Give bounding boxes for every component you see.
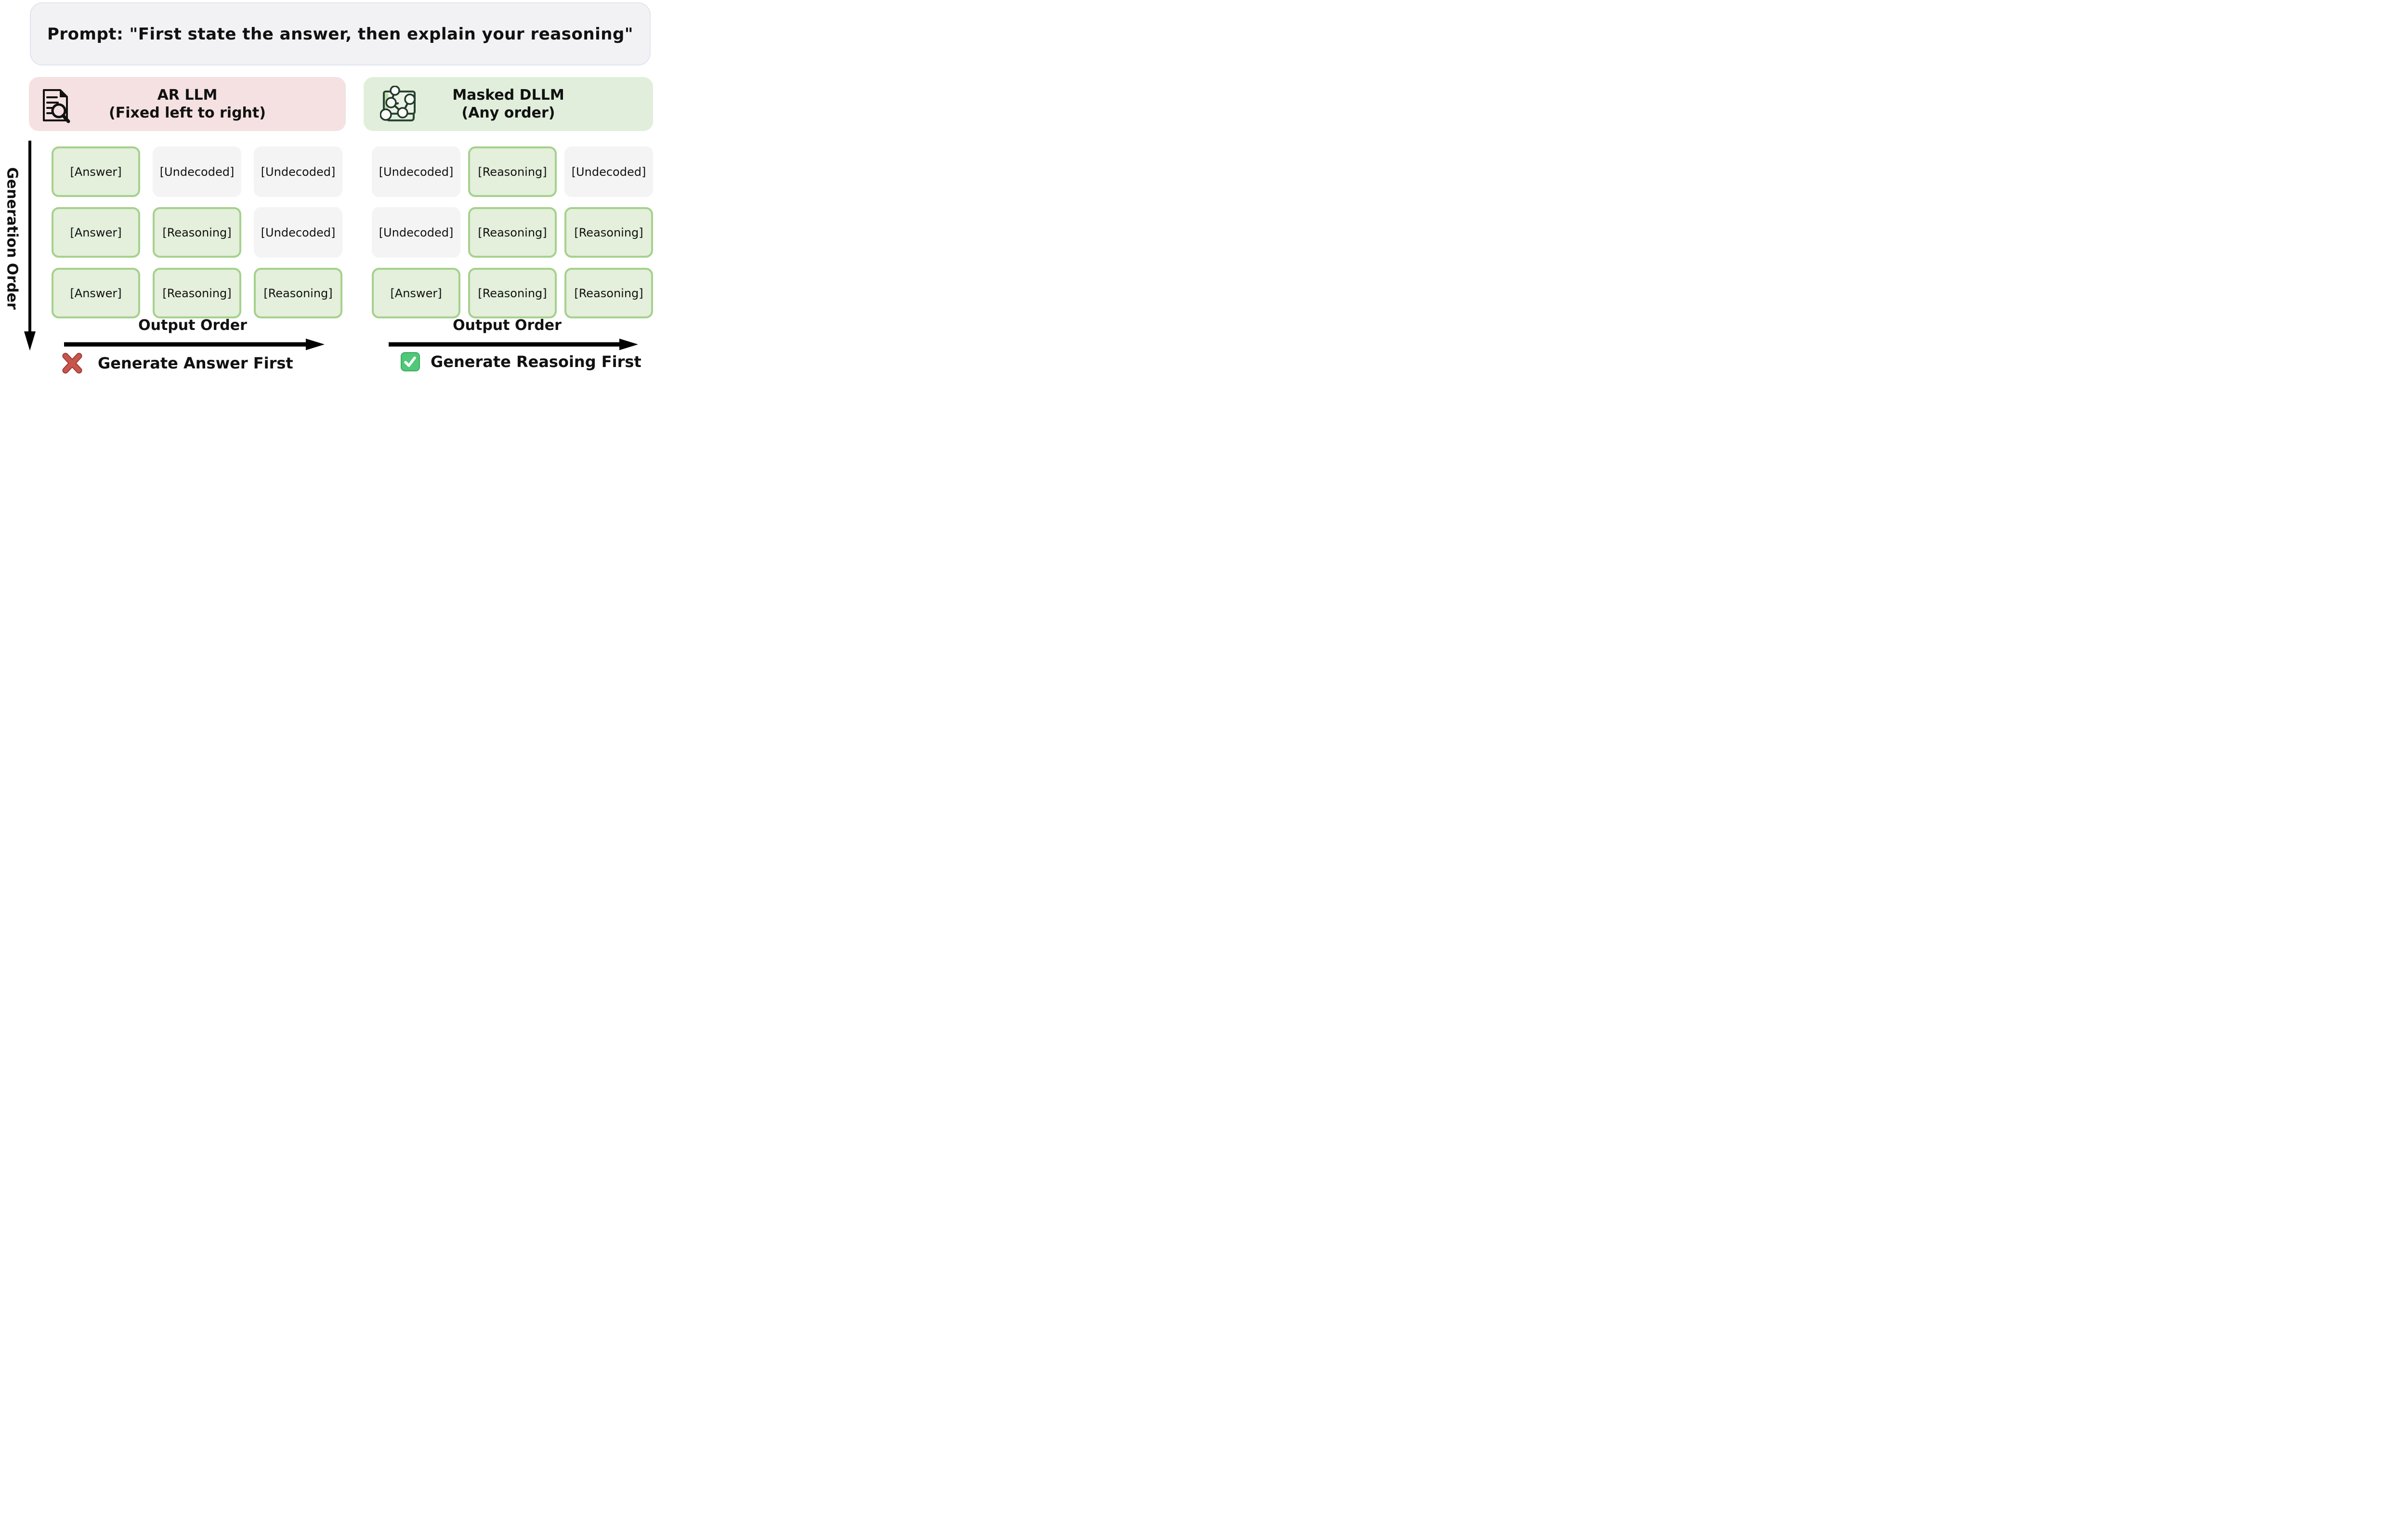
cross-icon [62,353,82,374]
token-cell: [Answer] [52,207,140,258]
check-icon [401,352,420,371]
output-order-arrow-right [389,339,638,350]
prompt-text: Prompt: "First state the answer, then ex… [47,24,633,44]
token-cell: [Reasoning] [254,268,342,318]
ar-llm-caption: Generate Answer First [61,352,293,374]
token-cell: [Undecoded] [372,146,460,197]
prompt-box: Prompt: "First state the answer, then ex… [30,2,651,66]
panel-header-ar-llm: AR LLM (Fixed left to right) [29,77,346,131]
generation-order-arrow [24,141,36,351]
token-cell: [Undecoded] [153,146,241,197]
output-order-arrow-left [64,339,325,350]
figure-canvas: Prompt: "First state the answer, then ex… [0,0,663,381]
token-cell: [Answer] [372,268,460,318]
document-magnifier-icon [43,89,70,123]
panel-title: Masked DLLM [452,86,564,104]
panel-title: AR LLM [157,86,218,104]
token-cell: [Answer] [52,146,140,197]
panel-title-block: AR LLM (Fixed left to right) [29,77,346,131]
panel-header-masked-dllm: Masked DLLM (Any order) [364,77,653,131]
token-cell: [Undecoded] [254,207,342,258]
generation-order-axis-label: Generation Order [3,167,21,310]
token-cell: [Reasoning] [153,207,241,258]
ar-llm-token-grid: [Answer] [Undecoded] [Undecoded] [Answer… [52,146,342,318]
masked-dllm-caption-text: Generate Reasoing First [431,353,641,371]
output-order-axis-label-left: Output Order [138,317,247,334]
token-cell: [Answer] [52,268,140,318]
graph-network-icon [380,86,416,121]
token-cell: [Reasoning] [153,268,241,318]
panel-subtitle: (Fixed left to right) [109,105,266,121]
masked-dllm-caption: Generate Reasoing First [401,352,641,371]
panel-title-block: Masked DLLM (Any order) [364,77,653,131]
panel-subtitle: (Any order) [461,105,555,121]
token-cell: [Reasoning] [564,268,653,318]
masked-dllm-token-grid: [Undecoded] [Reasoning] [Undecoded] [Und… [372,146,653,318]
token-cell: [Reasoning] [468,268,557,318]
token-cell: [Reasoning] [468,207,557,258]
output-order-axis-label-right: Output Order [453,317,562,334]
token-cell: [Undecoded] [372,207,460,258]
token-cell: [Reasoning] [564,207,653,258]
token-cell: [Reasoning] [468,146,557,197]
token-cell: [Undecoded] [564,146,653,197]
token-cell: [Undecoded] [254,146,342,197]
ar-llm-caption-text: Generate Answer First [98,354,293,372]
